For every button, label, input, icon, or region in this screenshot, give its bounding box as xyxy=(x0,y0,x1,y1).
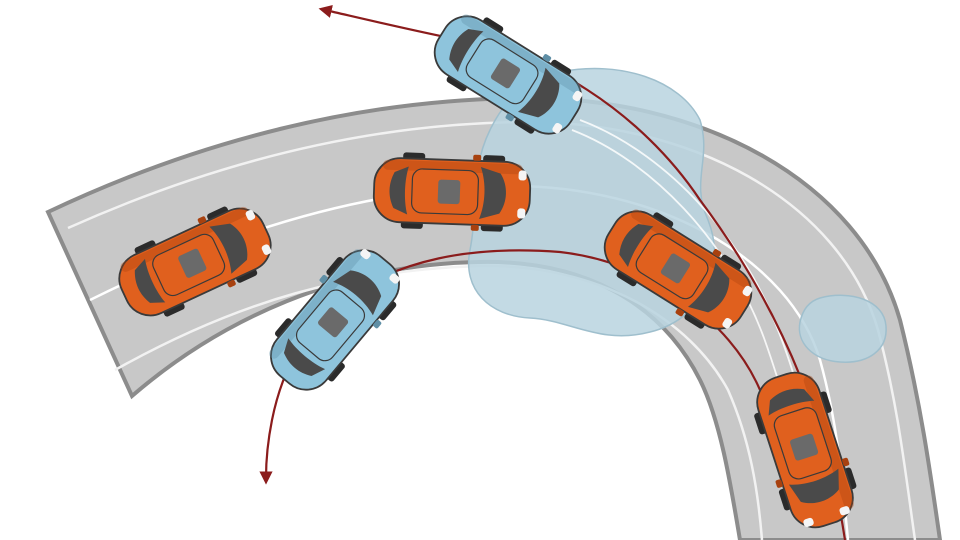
windshield xyxy=(333,270,382,316)
road-surface xyxy=(45,95,943,540)
car-shade xyxy=(461,14,582,94)
mirror-left xyxy=(473,154,482,161)
wheel xyxy=(207,206,229,222)
car-1 xyxy=(118,206,272,317)
mirror-left xyxy=(842,457,850,467)
rear-window xyxy=(768,388,815,416)
sunroof xyxy=(790,433,819,461)
wheel xyxy=(482,17,504,34)
headlight-right xyxy=(552,122,563,134)
wheel xyxy=(326,256,345,277)
mirror-left xyxy=(542,54,552,62)
sunroof xyxy=(318,307,349,338)
rear-window xyxy=(449,28,484,73)
mirror-left xyxy=(712,249,722,257)
vehicles xyxy=(118,14,857,529)
car-shade xyxy=(269,249,363,359)
water-puddle-small xyxy=(798,294,887,363)
rear-window xyxy=(134,258,166,303)
wheel xyxy=(720,254,742,271)
headlight-right xyxy=(722,317,733,329)
wheel xyxy=(514,117,536,134)
sunroof xyxy=(437,179,461,205)
wheel xyxy=(446,75,468,92)
car-shade xyxy=(803,375,854,510)
mirror-left xyxy=(319,274,328,284)
mirror-right xyxy=(470,224,479,231)
wheel xyxy=(134,240,156,255)
windshield xyxy=(687,262,730,313)
windshield xyxy=(788,468,839,504)
headlight-right xyxy=(517,208,526,219)
wheel xyxy=(616,270,638,287)
car-3 xyxy=(269,249,400,391)
sunroof xyxy=(178,248,207,278)
mirror-right xyxy=(675,308,685,317)
car-shade xyxy=(120,206,249,272)
car-shade xyxy=(631,209,752,289)
wheel xyxy=(235,268,258,283)
headlight-right xyxy=(803,517,814,528)
rear-window xyxy=(283,338,326,377)
headlight-left xyxy=(245,209,256,221)
car-5 xyxy=(603,209,753,330)
mirror-right xyxy=(505,113,515,122)
windshield xyxy=(517,67,560,118)
wheel xyxy=(327,361,345,382)
car-2 xyxy=(372,152,532,232)
car-4 xyxy=(433,14,583,135)
rear-window xyxy=(619,223,654,268)
wheel xyxy=(274,318,293,338)
headlight-right xyxy=(261,244,272,255)
rear-window xyxy=(389,166,409,215)
headlight-left xyxy=(518,170,527,181)
mirror-right xyxy=(775,479,783,488)
sunroof xyxy=(490,58,521,89)
headlight-right xyxy=(389,273,400,284)
wheel xyxy=(652,212,674,229)
windshield xyxy=(209,223,248,274)
headlight-left xyxy=(839,506,850,516)
car-6 xyxy=(754,371,857,529)
sunroof xyxy=(660,253,691,284)
mirror-right xyxy=(373,319,382,329)
wheel xyxy=(550,59,572,76)
wheel xyxy=(378,300,397,321)
headlight-left xyxy=(360,249,371,260)
mirror-right xyxy=(227,279,236,288)
windshield xyxy=(479,166,506,219)
headlight-left xyxy=(742,285,753,297)
headlight-left xyxy=(572,90,583,102)
wheel xyxy=(684,312,706,329)
wheel xyxy=(163,302,185,317)
mirror-left xyxy=(197,216,207,224)
